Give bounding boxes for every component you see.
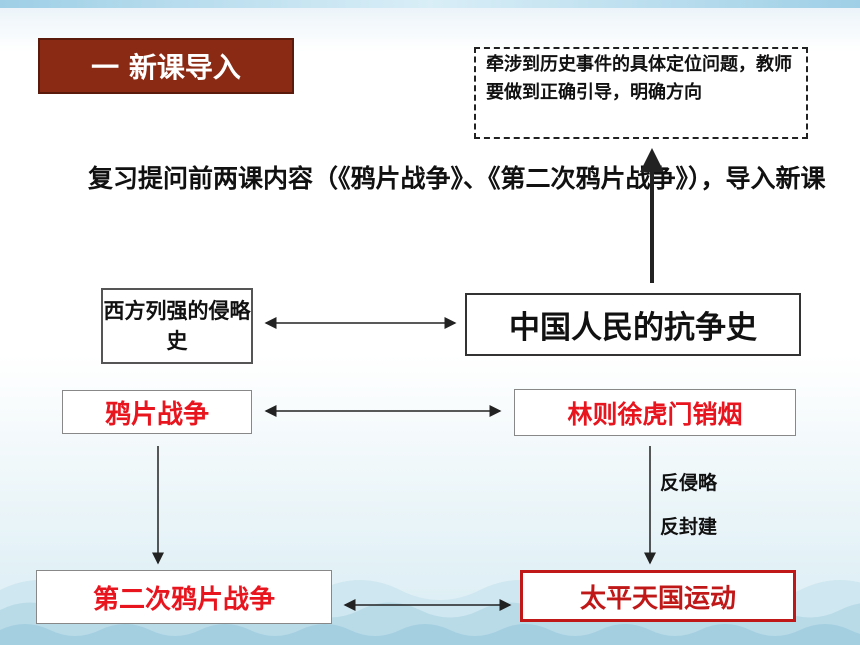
top-decor-bar — [0, 0, 860, 8]
box-second-opium-war: 第二次鸦片战争 — [36, 570, 332, 624]
label-anti-invasion: 反侵略 — [660, 472, 718, 494]
box-western-invasion: 西方列强的侵略史 — [101, 288, 253, 364]
box-opium-war: 鸦片战争 — [62, 390, 252, 434]
box-lin-zexu: 林则徐虎门销烟 — [514, 389, 796, 436]
box-taiping: 太平天国运动 — [520, 570, 796, 622]
teacher-note: 牵涉到历史事件的具体定位问题，教师要做到正确引导，明确方向 — [474, 47, 808, 139]
label-anti-feudal: 反封建 — [660, 516, 718, 538]
section-title: 一 新课导入 — [38, 38, 294, 94]
box-chinese-resistance: 中国人民的抗争史 — [465, 293, 801, 356]
intro-text: 复习提问前两课内容（《鸦片战争》、《第二次鸦片战争》），导入新课 — [88, 164, 826, 193]
